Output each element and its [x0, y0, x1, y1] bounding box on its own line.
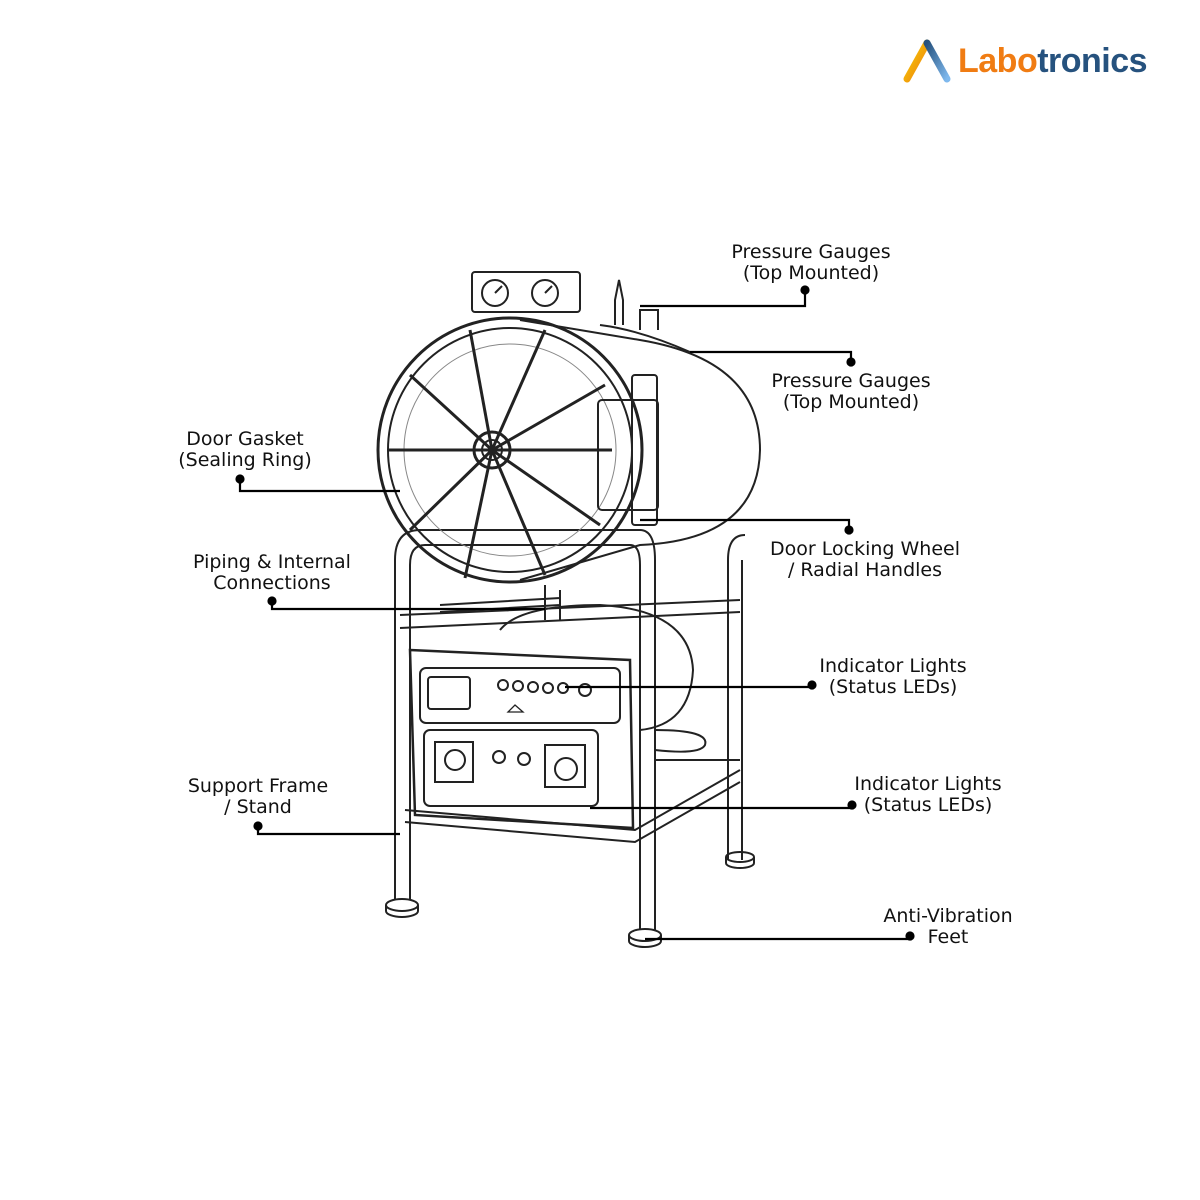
support-frame [394, 529, 746, 930]
callout-line1: Piping & Internal [193, 551, 351, 573]
callout-line2: (Status LEDs) [863, 794, 993, 816]
callout-line2: / Radial Handles [787, 559, 943, 581]
callout-line1: Support Frame [187, 775, 329, 797]
callout-line2: (Top Mounted) [742, 262, 880, 284]
callout-line1: Door Locking Wheel [770, 538, 960, 560]
brand-logo: Labotronics [902, 38, 1148, 84]
pressure-gauges [471, 271, 659, 330]
anti-vibration-feet [385, 851, 755, 948]
logo-text-labo: Labo [958, 41, 1038, 80]
callout-door-locking-wheel: Door Locking Wheel/ Radial Handles [770, 539, 960, 581]
indicator-lights [497, 679, 592, 697]
chamber-body [519, 319, 762, 581]
callout-indicator-lights-2: Indicator Lights(Status LEDs) [854, 774, 1001, 816]
leader-lines [235, 285, 915, 941]
logo-triangle-icon [903, 39, 951, 83]
callout-line1: Pressure Gauges [731, 241, 891, 263]
logo-text-tronics: tronics [1037, 41, 1148, 80]
callout-line2: (Top Mounted) [782, 391, 920, 413]
callout-support-frame: Support Frame/ Stand [188, 776, 328, 818]
callout-line2: (Sealing Ring) [178, 449, 312, 471]
callout-line2: (Status LEDs) [828, 676, 958, 698]
door-locking-wheel [376, 316, 644, 584]
control-panel [408, 648, 635, 830]
callout-line1: Indicator Lights [819, 655, 967, 677]
callout-door-gasket: Door Gasket(Sealing Ring) [178, 429, 312, 471]
callout-line1: Indicator Lights [854, 773, 1002, 795]
callout-pressure-gauges-2: Pressure Gauges(Top Mounted) [771, 371, 930, 413]
callout-line2: Feet [927, 926, 969, 948]
callout-pressure-gauges-1: Pressure Gauges(Top Mounted) [731, 242, 890, 284]
callout-line2: / Stand [224, 796, 292, 818]
callout-line2: Connections [213, 572, 331, 594]
callout-line1: Door Gasket [186, 428, 304, 450]
callout-indicator-lights-1: Indicator Lights(Status LEDs) [819, 656, 966, 698]
callout-line1: Pressure Gauges [771, 370, 931, 392]
callout-line1: Anti-Vibration [883, 905, 1013, 927]
